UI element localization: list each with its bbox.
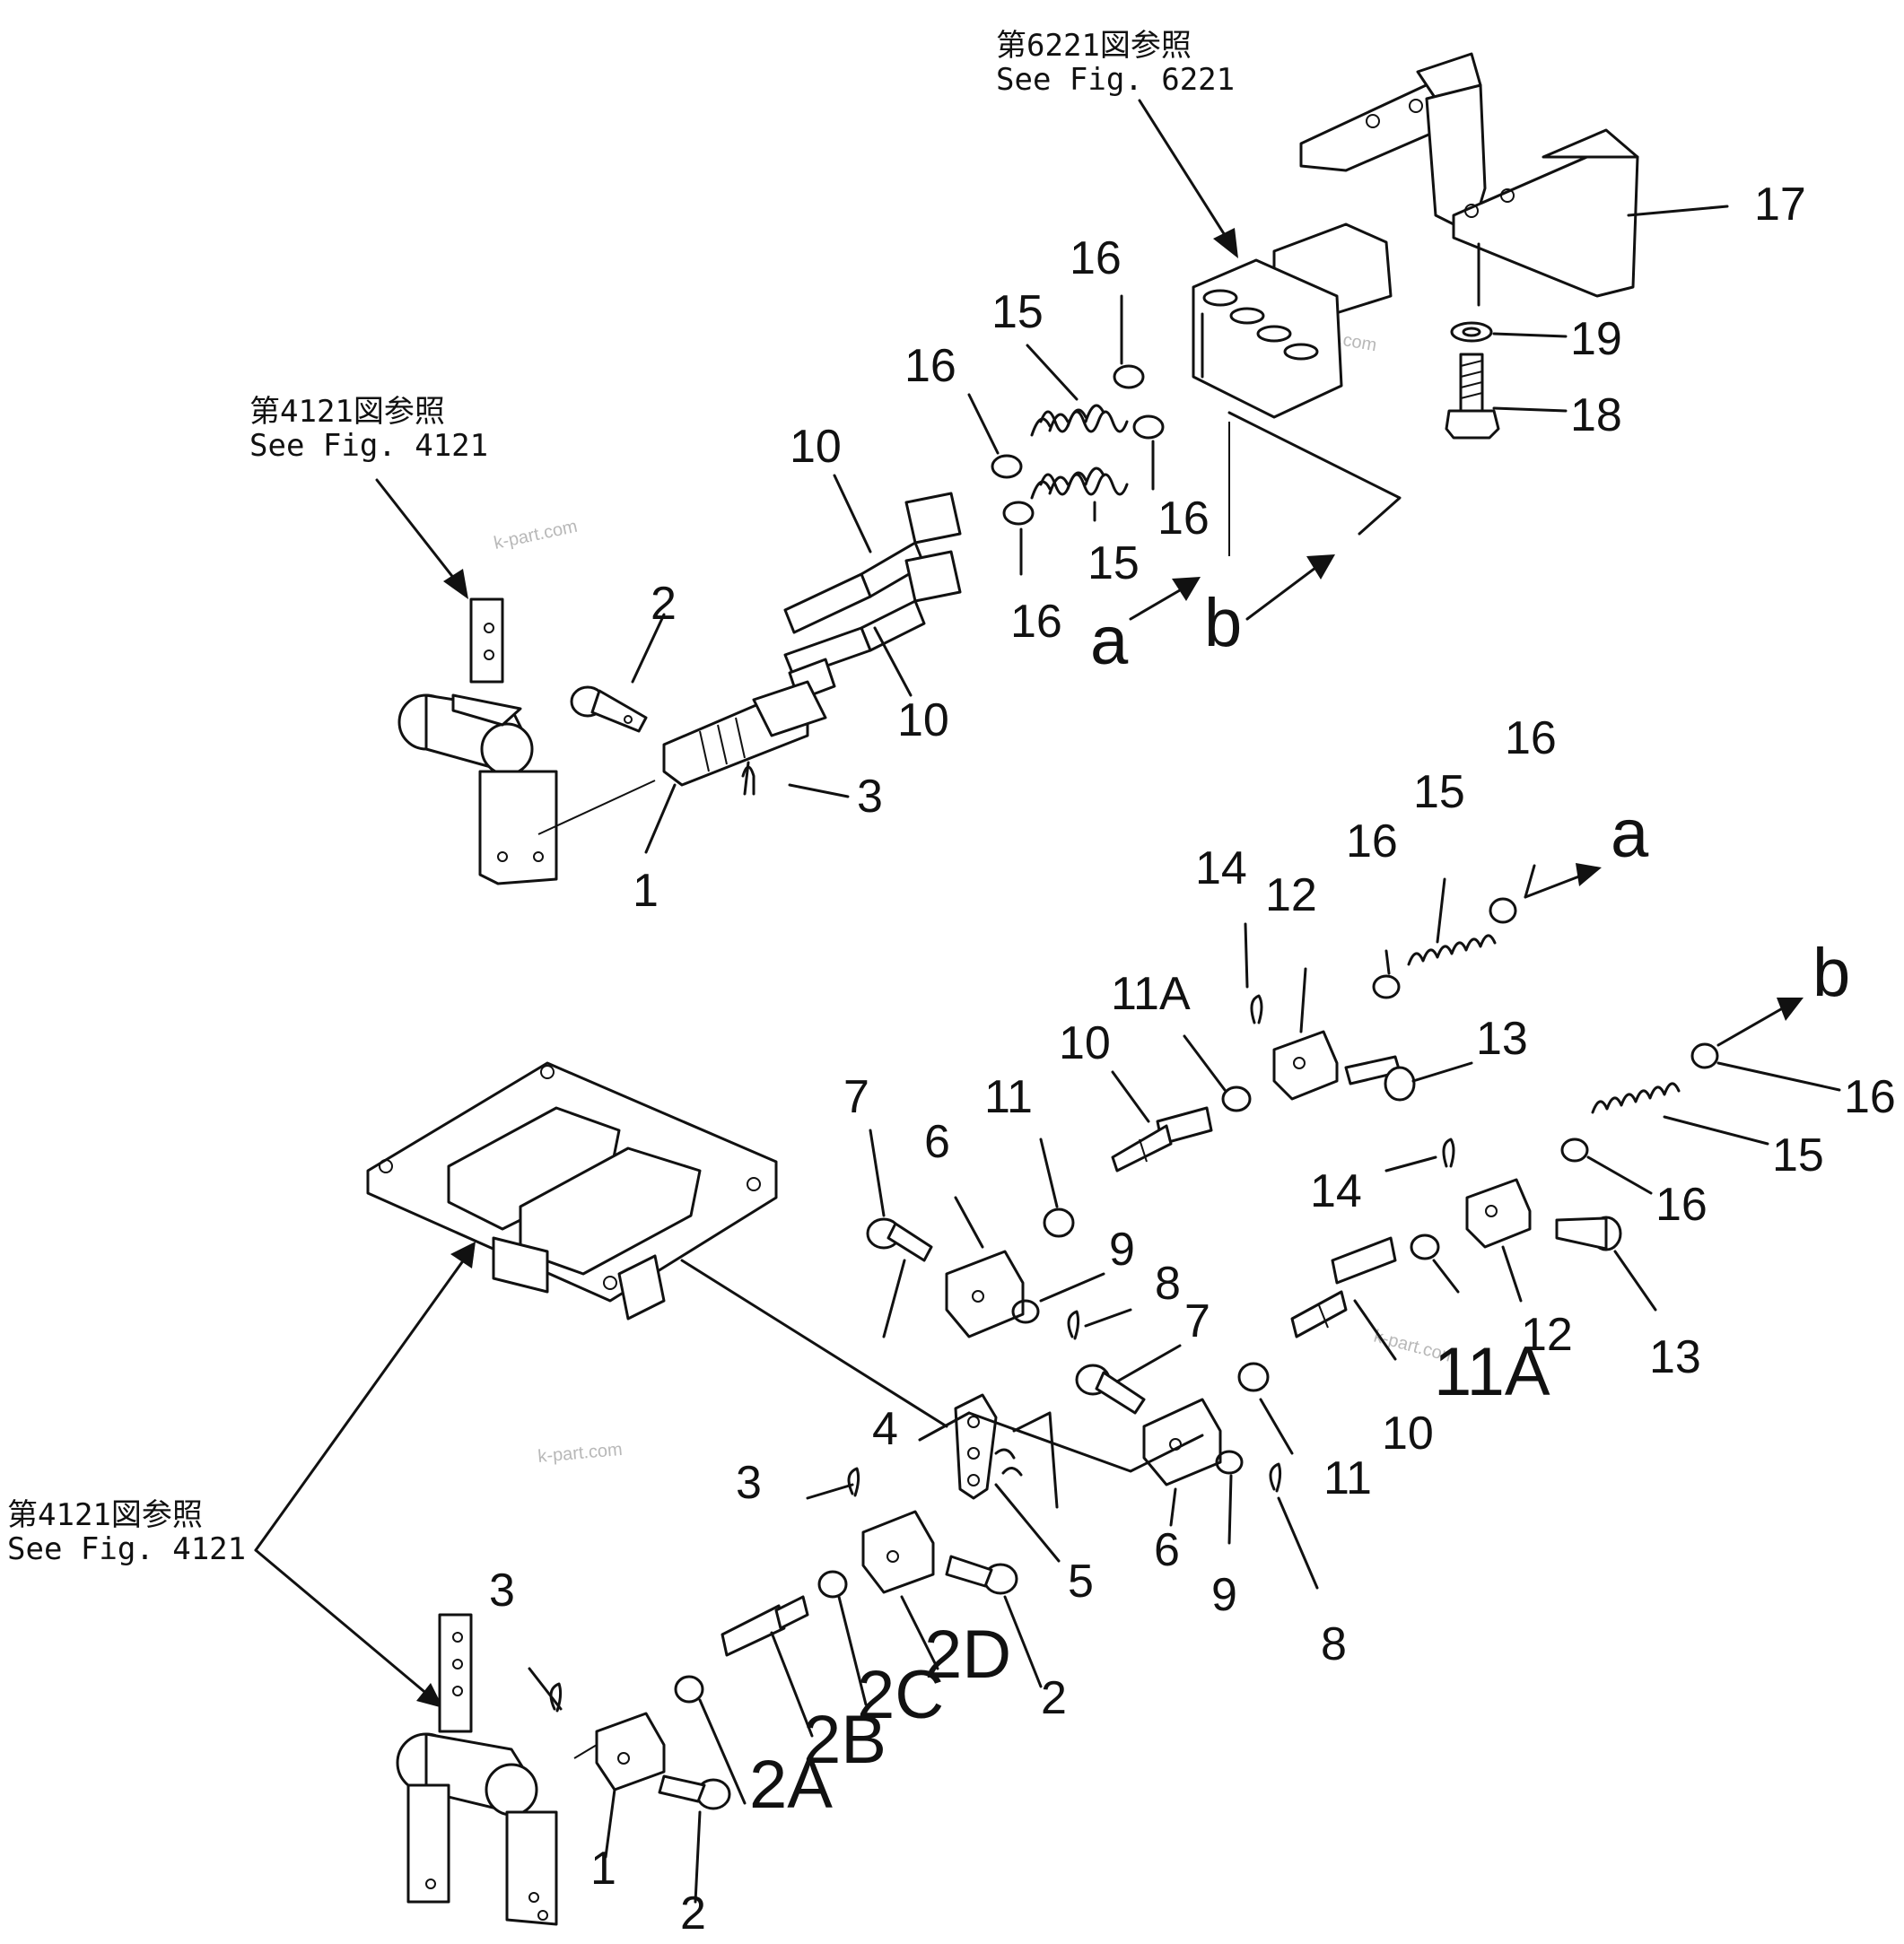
callout-1-top: 1 [633,865,659,917]
callout-4: 4 [872,1403,898,1455]
callout-b-bot: b [1812,935,1850,1011]
callout-8-bot-a: 8 [1155,1258,1181,1310]
callout-2-bot-b: 2 [680,1887,706,1940]
cotter-part-3-top [741,761,755,796]
ref-arrows [254,99,1238,1708]
callout-12-bot-a: 12 [1265,869,1317,921]
spring-part-15-upper [1030,404,1129,437]
callout-15-top-b: 15 [1087,537,1140,589]
callout-2C: 2C [857,1657,944,1733]
link-plate-part-4 [954,1393,1059,1509]
callout-6-bot-a: 6 [924,1116,950,1168]
bracket-part-17 [1299,52,1639,307]
flow-arrows-top [1129,422,1335,621]
callout-10-top-b: 10 [897,694,949,746]
callout-16-top-a: 16 [1070,232,1122,284]
callout-3-top: 3 [857,771,883,823]
callout-9-bot-a: 9 [1109,1224,1135,1276]
bottom-left-chain [549,1467,1018,1810]
callout-16-bot-a: 16 [1505,712,1557,764]
ref-4121-bottom-en: See Fig. 4121 [7,1531,246,1567]
valve-assembly [1192,222,1393,419]
ref-4121-top-en: See Fig. 4121 [249,428,488,464]
lever-ref-4121-top [397,597,656,885]
ref-note-6221: 第6221図参照 See Fig. 6221 [996,28,1235,98]
callout-7-bot-a: 7 [843,1071,869,1123]
leaders-bottom [528,864,1841,1904]
callout-11A-bot-a: 11A [1111,968,1191,1020]
spring-part-15-lower [1030,466,1129,500]
callout-2A: 2A [749,1747,833,1823]
guide-plate [366,1061,948,1428]
callout-15-bot-b: 15 [1772,1129,1824,1181]
leaders-top [631,205,1729,854]
callout-16-bot-b: 16 [1346,815,1398,867]
callout-17: 17 [1754,179,1806,231]
callout-5: 5 [1068,1556,1094,1608]
callout-a-top: a [1090,603,1129,679]
callout-11A-bot-b: 11A [1434,1334,1550,1410]
callout-10-bot-a: 10 [1059,1017,1111,1069]
ref-6221-jp: 第6221図参照 [996,28,1192,64]
bottom-middle-parts [866,1207,1282,1493]
callout-12-bot-b: 12 [1521,1309,1573,1361]
callout-11-bot-a: 11 [984,1071,1033,1123]
bottom-lower-chain [1290,1042,1719,1338]
callout-14-bot-a: 14 [1195,842,1247,894]
callout-2D: 2D [924,1617,1011,1693]
bottom-upper-chain [1111,897,1517,1173]
callout-6-bot-b: 6 [1154,1524,1180,1576]
callout-10-bot-b: 10 [1382,1408,1434,1460]
callout-16-top-c: 16 [1157,493,1210,545]
ref-4121-top-jp: 第4121図参照 [249,394,445,430]
callout-18: 18 [1570,389,1622,441]
pin-part-2-top [570,685,648,733]
watermark-1: k-part.com [492,517,579,554]
ref-4121-bottom-jp: 第4121図参照 [7,1497,203,1533]
ref-6221-en: See Fig. 6221 [996,62,1235,98]
linkage-part-1-top [662,680,827,787]
callout-2-bot-a: 2 [1041,1672,1067,1724]
callout-15-top-a: 15 [991,286,1044,338]
washer-part-19 [1450,321,1493,343]
callout-a-bot: a [1611,796,1649,872]
callouts-bottom: 16 15 16 a 14 12 11A 13 10 b 16 15 16 14… [489,712,1896,1940]
callout-15-bot-a: 15 [1413,766,1465,818]
lever-ref-4121-bottom [396,1613,598,1926]
bolt-part-18 [1445,353,1500,440]
callout-19: 19 [1570,313,1622,365]
ref-note-4121-top: 第4121図参照 See Fig. 4121 [249,394,488,464]
callouts-top: 17 19 18 16 15 16 16 15 16 10 10 2 3 1 a… [633,179,1806,917]
callout-11-bot-b: 11 [1323,1452,1372,1504]
watermark-3: k-part.com [537,1440,624,1467]
callout-7-bot-b: 7 [1184,1295,1210,1347]
callout-2-top: 2 [651,578,677,630]
callout-16-top-b: 16 [904,340,956,392]
callout-10-top-a: 10 [790,421,842,473]
callout-16-bot-c: 16 [1844,1071,1896,1123]
callout-3-bot-b: 3 [489,1565,515,1617]
callout-9-bot-b: 9 [1211,1569,1237,1621]
callout-8-bot-b: 8 [1321,1618,1347,1670]
callout-13-bot-b: 13 [1649,1331,1701,1383]
callout-16-top-d: 16 [1010,596,1062,648]
callout-1-bot: 1 [590,1843,616,1895]
flow-arrows-bottom [1524,863,1804,1047]
callout-3-bot-a: 3 [736,1457,762,1509]
callout-b-top: b [1204,585,1242,661]
ref-note-4121-bottom: 第4121図参照 See Fig. 4121 [7,1497,246,1567]
callout-14-bot-b: 14 [1310,1165,1362,1217]
callout-2B: 2B [803,1702,886,1778]
callout-13-bot-a: 13 [1476,1013,1528,1065]
callout-16-bot-d: 16 [1655,1179,1707,1231]
washers-springs-top [991,364,1165,526]
rods-part-10-top [783,492,962,702]
